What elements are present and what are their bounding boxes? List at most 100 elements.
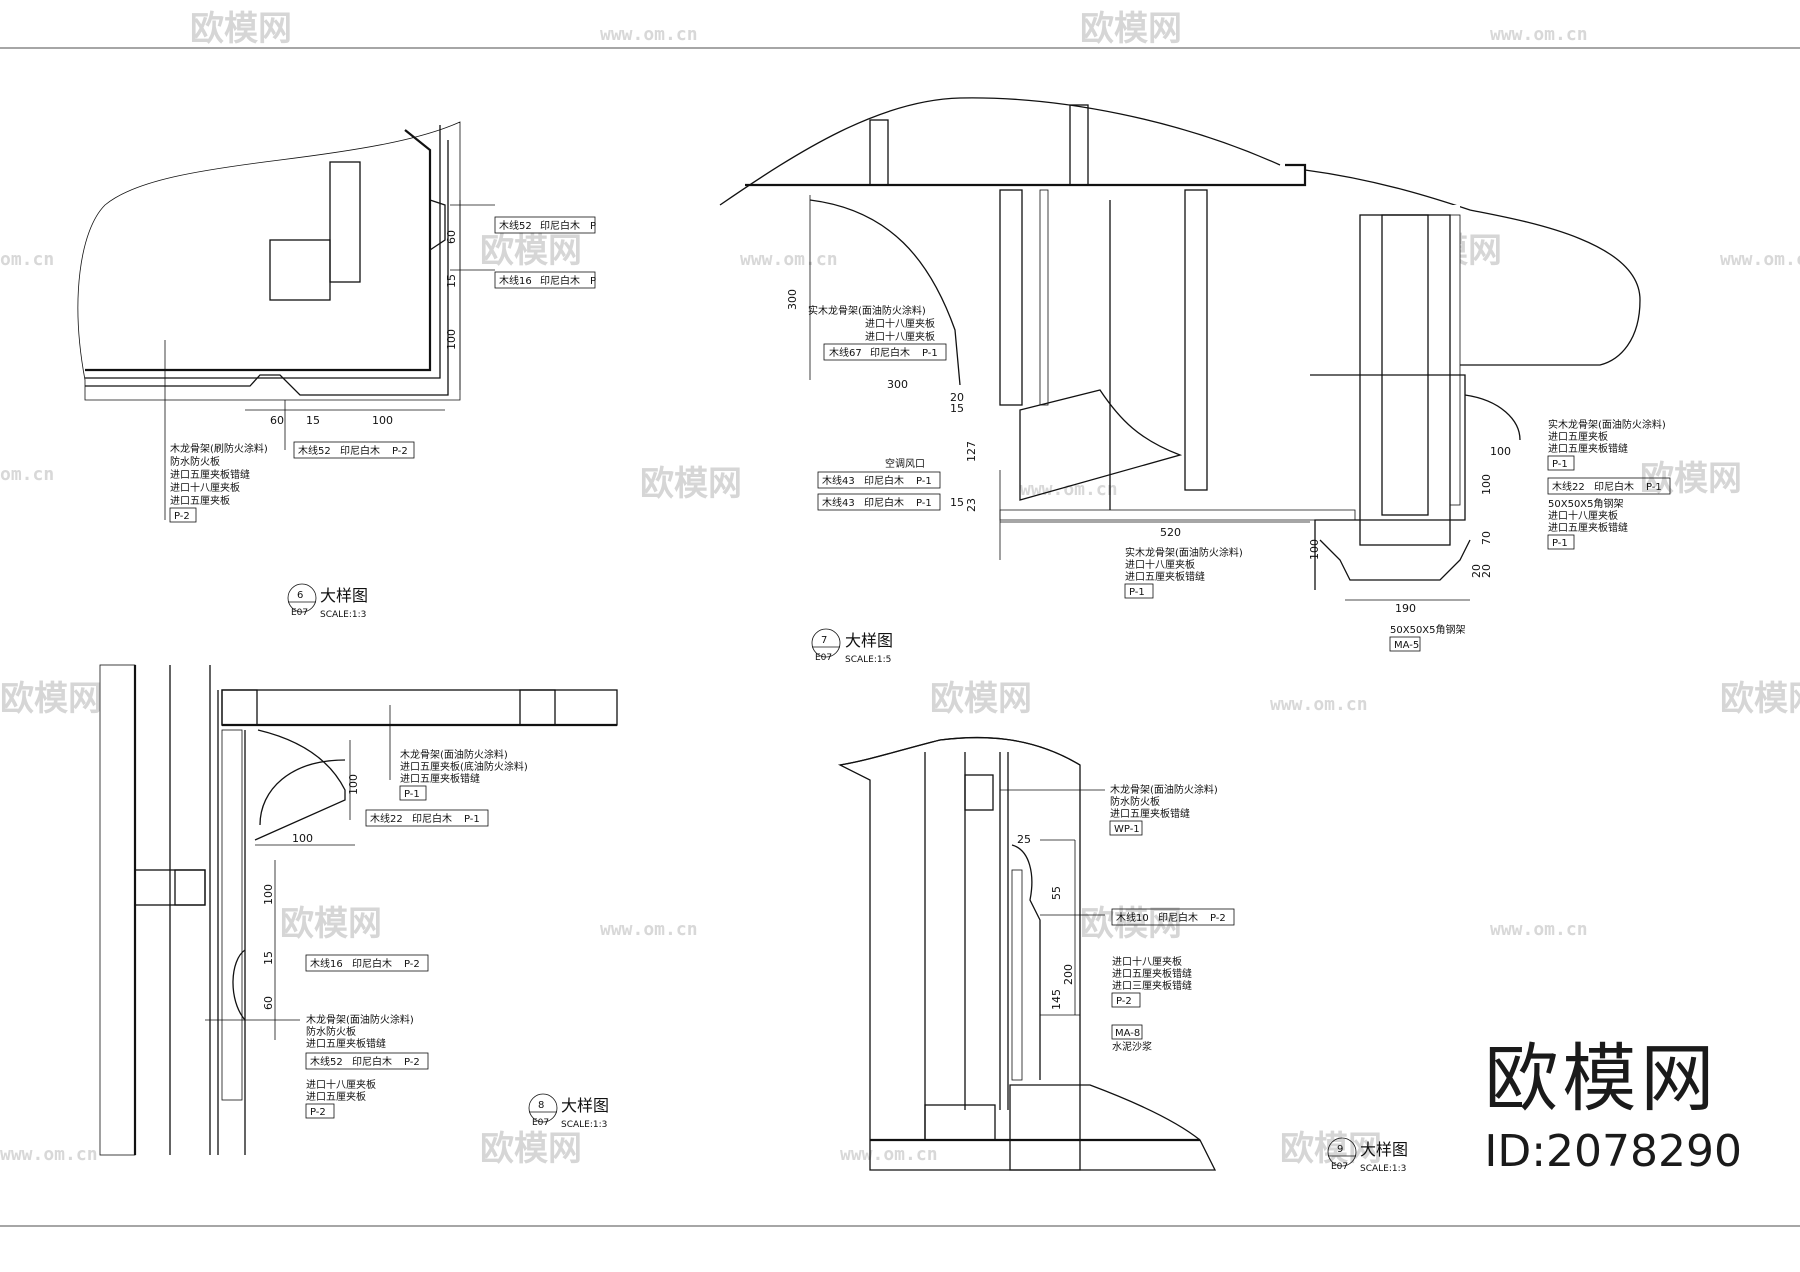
svg-text:木龙骨架(面油防火涂料): 木龙骨架(面油防火涂料) (1110, 783, 1218, 796)
tag-material: 印尼白木 (340, 444, 380, 457)
svg-text:印尼白木: 印尼白木 (412, 812, 452, 825)
watermark-url: www.om.cn (740, 249, 838, 270)
watermark-logo: 欧模网 (190, 9, 292, 49)
svg-text:70: 70 (1480, 531, 1493, 545)
svg-text:进口五厘夹板错缝: 进口五厘夹板错缝 (1548, 521, 1628, 534)
detail-9-screed-note: MA-8 水泥沙浆 (1111, 1024, 1152, 1053)
svg-text:进口十八厘夹板: 进口十八厘夹板 (1125, 558, 1195, 571)
svg-text:P-2: P-2 (1116, 996, 1132, 1007)
model-id: ID:2078290 (1484, 1125, 1742, 1177)
svg-text:15: 15 (445, 274, 458, 288)
svg-text:印尼白木: 印尼白木 (870, 346, 910, 359)
watermark-logo: 欧模网 (280, 904, 382, 944)
svg-text:E07: E07 (815, 653, 832, 663)
detail-7-post-2 (1069, 104, 1089, 186)
svg-text:进口五厘夹板(底油防火涂料): 进口五厘夹板(底油防火涂料) (400, 760, 528, 773)
watermark-logo: 欧模网 (1720, 679, 1800, 719)
detail-7-angle-bracket (1319, 539, 1471, 581)
detail-9-wall-top-curve (839, 736, 1081, 766)
svg-text:50X50X5角钢架: 50X50X5角钢架 (1390, 623, 1466, 636)
svg-text:P-1: P-1 (464, 814, 480, 825)
tag-ref: P-2 (392, 446, 408, 457)
detail-6: 木线52 印尼白木 P 木线16 印尼白木 P 木线52 印尼白木 P-2 木龙… (77, 121, 596, 620)
detail-7-column-board (1449, 214, 1461, 506)
watermark-logo: 欧模网 (930, 679, 1032, 719)
detail-8-cove-inner (259, 759, 346, 826)
svg-text:实木龙骨架(面油防火涂料): 实木龙骨架(面油防火涂料) (1125, 546, 1243, 559)
svg-text:100: 100 (292, 832, 313, 845)
svg-text:印尼白木: 印尼白木 (1594, 480, 1634, 493)
svg-text:100: 100 (1308, 539, 1321, 560)
detail-6-tag-1: 木线52 印尼白木 P (494, 216, 596, 234)
svg-text:实木龙骨架(面油防火涂料): 实木龙骨架(面油防火涂料) (1548, 418, 1666, 431)
svg-text:127: 127 (965, 441, 978, 462)
detail-7-arc-top (719, 97, 1281, 206)
svg-text:145: 145 (1050, 989, 1063, 1010)
svg-text:100: 100 (1480, 474, 1493, 495)
svg-text:8: 8 (538, 1100, 544, 1111)
detail-7-angle-label: 50X50X5角钢架 MA-5 (1389, 623, 1466, 652)
watermark-logo: 欧模网 (640, 464, 742, 504)
svg-text:9: 9 (1337, 1144, 1343, 1155)
svg-text:木龙骨架(刷防火涂料): 木龙骨架(刷防火涂料) (170, 442, 268, 455)
svg-text:进口五厘夹板错缝: 进口五厘夹板错缝 (1125, 570, 1205, 583)
detail-7-notes-c: 实木龙骨架(面油防火涂料) 进口五厘夹板 进口五厘夹板错缝 P-1 (1547, 418, 1666, 471)
tag-code: 木线52 (499, 219, 532, 232)
detail-6-title: 6 E07 大样图 SCALE:1:3 (287, 583, 368, 620)
svg-text:进口五厘夹板: 进口五厘夹板 (1548, 430, 1608, 443)
detail-6-moulding-side (429, 199, 446, 251)
watermark-url-short: om.cn (0, 464, 54, 485)
detail-9-title: 9 E07 大样图 SCALE:1:3 (1327, 1137, 1408, 1174)
tag-code: 木线52 (298, 444, 331, 457)
svg-text:25: 25 (1017, 833, 1031, 846)
tag-material: 印尼白木 (540, 274, 580, 287)
watermark-url: www.om.cn (1020, 479, 1118, 500)
watermark-layer: 欧模网欧模网欧模网欧模网欧模网欧模网欧模网欧模网欧模网欧模网欧模网欧模网欧模网w… (0, 9, 1800, 1169)
detail-6-tag-3: 木线52 印尼白木 P-2 (293, 441, 415, 459)
svg-text:100: 100 (445, 329, 458, 350)
watermark-url: www.om.cn (0, 1144, 98, 1165)
svg-text:进口五厘夹板: 进口五厘夹板 (170, 494, 230, 507)
watermark-url: www.om.cn (1490, 919, 1588, 940)
svg-text:印尼白木: 印尼白木 (1158, 911, 1198, 924)
detail-7-board-left (1039, 189, 1049, 406)
svg-text:SCALE:1:5: SCALE:1:5 (845, 655, 891, 665)
detail-7-column-inner (1381, 214, 1429, 516)
svg-text:大样图: 大样图 (561, 1096, 609, 1115)
svg-text:60: 60 (270, 414, 284, 427)
svg-text:P-1: P-1 (922, 348, 938, 359)
detail-8-dimensions: 100 100 100 15 60 (262, 774, 360, 1010)
svg-text:进口五厘夹板错缝: 进口五厘夹板错缝 (1112, 967, 1192, 980)
detail-6-moulding-outline (85, 140, 449, 396)
svg-text:P-1: P-1 (1552, 459, 1568, 470)
svg-text:100: 100 (347, 774, 360, 795)
svg-text:20: 20 (1480, 564, 1493, 578)
detail-8-tag-1: 木线22 印尼白木 P-1 (365, 809, 489, 827)
detail-8-beam-block-1 (221, 689, 258, 726)
detail-9-wall-cavity (925, 752, 1015, 1102)
svg-text:60: 60 (445, 230, 458, 244)
svg-text:水泥沙浆: 水泥沙浆 (1112, 1040, 1152, 1053)
svg-text:进口十八厘夹板: 进口十八厘夹板 (865, 317, 935, 330)
svg-text:大样图: 大样图 (320, 586, 368, 605)
detail-8-title: 8 E07 大样图 SCALE:1:3 (528, 1093, 609, 1130)
svg-text:P-2: P-2 (174, 511, 190, 522)
detail-8: 木龙骨架(面油防火涂料) 进口五厘夹板(底油防火涂料) 进口五厘夹板错缝 P-1… (99, 664, 618, 1156)
detail-7-vent-label: 空调风口 (885, 457, 925, 470)
detail-8-base-moulding (232, 949, 246, 1021)
detail-9-block-top (964, 774, 994, 811)
svg-text:20: 20 (1470, 564, 1483, 578)
svg-text:MA-8: MA-8 (1115, 1028, 1140, 1039)
detail-7-right-gap (1310, 205, 1460, 365)
svg-text:P-1: P-1 (916, 498, 932, 509)
detail-7-right-hatch (1304, 169, 1641, 366)
svg-text:300: 300 (887, 378, 908, 391)
svg-text:SCALE:1:3: SCALE:1:3 (1360, 1164, 1406, 1174)
detail-7-notes-a: 实木龙骨架(面油防火涂料) 进口十八厘夹板 进口十八厘夹板 (808, 304, 935, 343)
detail-8-notes-a: 木龙骨架(面油防火涂料) 进口五厘夹板(底油防火涂料) 进口五厘夹板错缝 P-1 (399, 748, 528, 801)
svg-text:100: 100 (372, 414, 393, 427)
svg-text:印尼白木: 印尼白木 (864, 474, 904, 487)
detail-6-gap (90, 300, 430, 370)
tag-ref: P (590, 221, 596, 232)
detail-7: 实木龙骨架(面油防火涂料) 进口十八厘夹板 进口十八厘夹板 木线67 印尼白木 … (719, 97, 1671, 665)
